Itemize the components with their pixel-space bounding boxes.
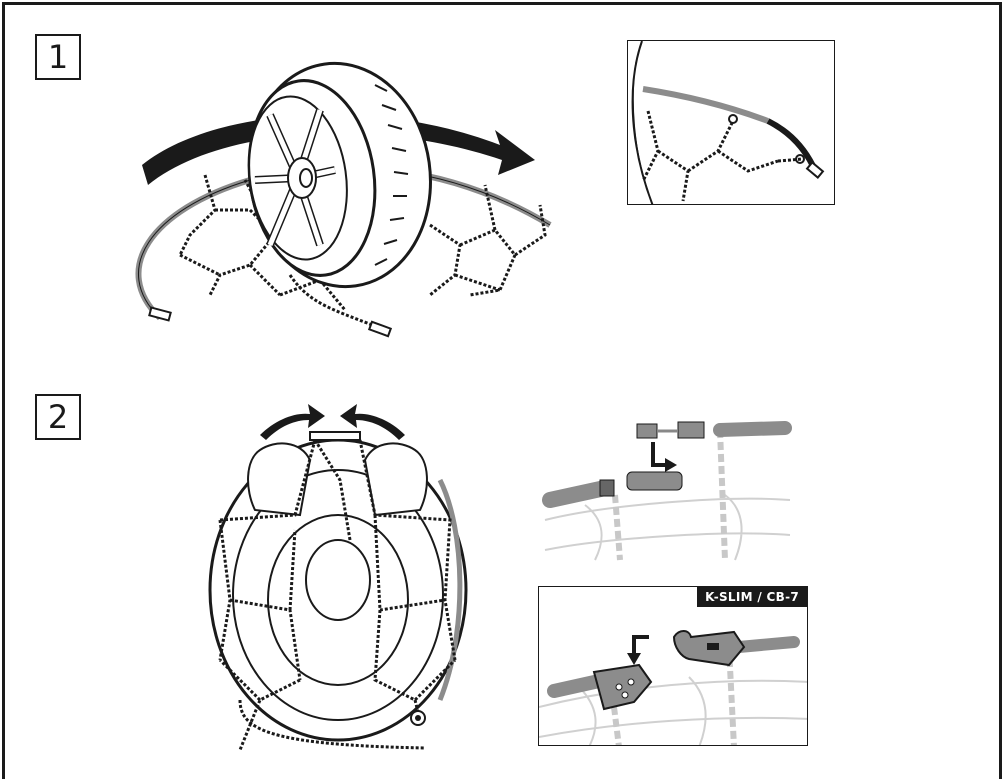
kslim-hook-illustration <box>539 587 808 746</box>
step-1-wheel-illustration <box>120 60 560 350</box>
step-2-number: 2 <box>35 394 81 440</box>
step-1-detail-panel <box>627 40 835 205</box>
connector-joining-illustration <box>545 410 790 560</box>
insert-arrow-icon <box>653 442 667 465</box>
step-2-closing-illustration <box>200 400 480 760</box>
step-1-number: 1 <box>35 34 81 80</box>
kslim-cb7-detail-panel: K-SLIM / CB-7 <box>538 586 808 746</box>
cable-end-detail-illustration <box>628 41 835 205</box>
